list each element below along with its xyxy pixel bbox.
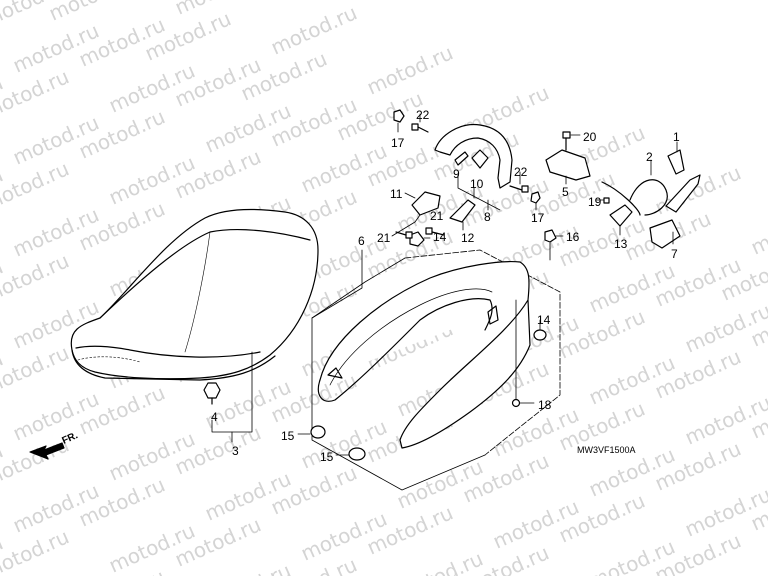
part-label-bracket-right[interactable]: 12	[461, 231, 475, 245]
part-label-bolt-right[interactable]: 22	[514, 165, 528, 179]
seat-lock-drawing[interactable]	[545, 149, 591, 185]
grab-rail-cap-a-drawing[interactable]	[454, 151, 469, 166]
bolt-left-drawing[interactable]	[411, 113, 429, 133]
lock-cover-drawing[interactable]	[609, 204, 633, 236]
screw-drawing[interactable]	[511, 299, 535, 408]
rear-cowl-drawing[interactable]	[317, 261, 531, 449]
clip-nut-drawing[interactable]	[544, 229, 564, 261]
part-label-cushion-lower[interactable]: 15	[320, 450, 334, 464]
part-label-grab-rail[interactable]: 8	[484, 210, 491, 224]
part-label-screw-small[interactable]: 19	[588, 195, 602, 209]
diagram-code: MW3VF1500A	[577, 445, 636, 455]
part-label-cap-nut-left[interactable]: 17	[391, 136, 405, 150]
part-label-rear-cowl[interactable]: 6	[358, 234, 365, 248]
rubber-grommet-upper-drawing[interactable]	[409, 231, 431, 247]
screw-small-drawing[interactable]	[595, 197, 610, 204]
part-label-seat-assembly[interactable]: 3	[232, 444, 239, 458]
bracket-right-drawing[interactable]	[449, 199, 476, 231]
part-label-seat-lock-cable[interactable]: 2	[646, 150, 653, 164]
bracket-clip-drawing[interactable]	[667, 141, 685, 175]
grab-rail-cap-b-drawing[interactable]	[471, 149, 489, 169]
part-label-cap-nut-right[interactable]: 17	[531, 211, 545, 225]
part-label-lock-cover[interactable]: 13	[614, 237, 628, 251]
part-label-bracket-clip[interactable]: 1	[673, 130, 680, 144]
part-label-grab-rail-cap-a[interactable]: 9	[453, 167, 460, 181]
part-label-seat-lock[interactable]: 5	[562, 185, 569, 199]
front-direction-arrow	[29, 442, 65, 460]
seat-nut-drawing[interactable]	[203, 382, 221, 405]
bolt-upper-drawing[interactable]	[425, 227, 445, 236]
part-label-bolt-lower[interactable]: 21	[377, 231, 391, 245]
part-label-bolt-left[interactable]: 22	[416, 108, 430, 122]
bracket-left-drawing[interactable]	[404, 191, 441, 216]
part-label-bracket-left[interactable]: 11	[390, 187, 403, 201]
seat-lock-cable-drawing[interactable]	[601, 159, 668, 216]
part-label-seat-nut[interactable]: 4	[211, 410, 218, 424]
part-label-clip-nut[interactable]: 16	[566, 230, 580, 244]
helmet-lock-key-drawing[interactable]	[649, 174, 701, 249]
grab-rail-drawing[interactable]	[434, 123, 513, 189]
part-label-bolt-upper[interactable]: 21	[430, 209, 444, 223]
bolt-flange-drawing[interactable]	[562, 131, 581, 151]
part-label-grab-rail-cap-b[interactable]: 10	[470, 177, 484, 191]
part-label-screw[interactable]: 18	[538, 398, 552, 412]
seat-assembly-drawing[interactable]	[70, 208, 319, 381]
part-label-rubber-grommet-upper[interactable]: 14	[433, 230, 447, 244]
part-label-cushion-upper[interactable]: 15	[281, 429, 295, 443]
part-label-helmet-lock-key[interactable]: 7	[671, 247, 678, 261]
part-label-rubber-grommet-right[interactable]: 14	[537, 313, 551, 327]
cap-nut-right-drawing[interactable]	[530, 191, 541, 211]
cushion-lower-drawing[interactable]	[335, 447, 366, 461]
cushion-upper-drawing[interactable]	[297, 425, 326, 439]
bolt-right-drawing[interactable]	[509, 171, 529, 193]
cap-nut-left-drawing[interactable]	[393, 109, 405, 133]
rubber-grommet-right-drawing[interactable]	[533, 319, 547, 341]
part-label-bolt-flange[interactable]: 20	[583, 130, 597, 144]
bolt-lower-drawing[interactable]	[395, 231, 413, 239]
